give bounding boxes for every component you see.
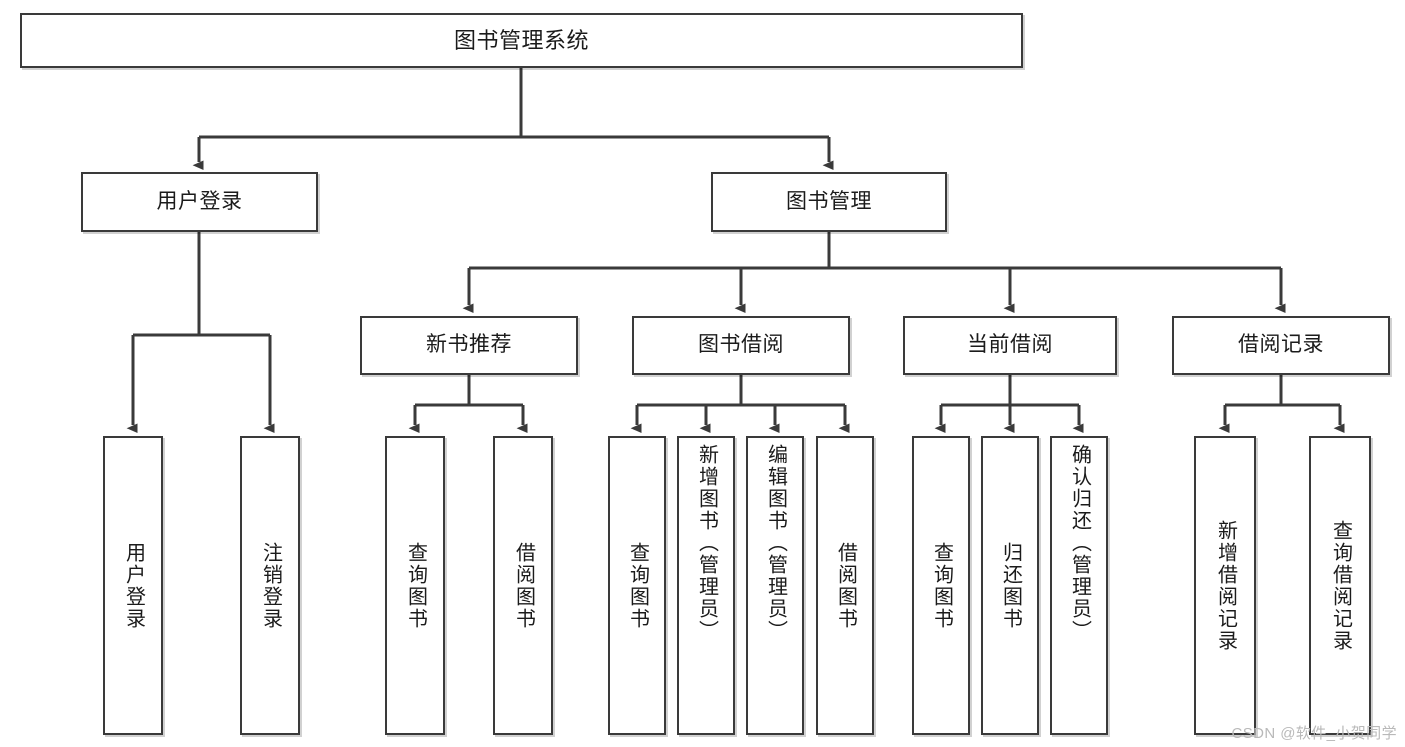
node-label: 借阅图书 [512,541,535,630]
leaf-user-login[interactable]: 用户登录 [103,436,163,735]
leaf-return-book[interactable]: 归还图书 [981,436,1039,735]
leaf-add-borrow-record[interactable]: 新增借阅记录 [1194,436,1256,735]
node-label: 确认归还（管理员） [1068,444,1091,642]
leaf-new-book-query[interactable]: 查询图书 [385,436,445,735]
node-label: 查询图书 [404,541,427,630]
node-label: 新增借阅记录 [1214,519,1237,652]
leaf-borrow-query-book[interactable]: 查询图书 [608,436,666,735]
node-book-management[interactable]: 图书管理 [711,172,947,232]
leaf-new-book-borrow[interactable]: 借阅图书 [493,436,553,735]
leaf-edit-book-admin[interactable]: 编辑图书（管理员） [746,436,804,735]
node-label: 用户登录 [156,189,243,213]
watermark-text: CSDN @软件_小贺同学 [1231,725,1397,742]
node-label: 归还图书 [999,541,1022,630]
node-label: 新书推荐 [426,333,512,357]
node-label: 图书借阅 [698,333,784,357]
leaf-user-logout[interactable]: 注销登录 [240,436,300,735]
node-new-book-recommend[interactable]: 新书推荐 [360,316,578,375]
node-book-borrow[interactable]: 图书借阅 [632,316,850,375]
node-label: 借阅图书 [834,541,857,630]
node-label: 查询图书 [930,541,953,630]
node-label: 新增图书（管理员） [695,444,718,642]
node-label: 编辑图书（管理员） [764,444,787,642]
node-label: 图书管理系统 [453,27,589,53]
leaf-add-book-admin[interactable]: 新增图书（管理员） [677,436,735,735]
node-label: 用户登录 [122,541,145,630]
leaf-current-query-book[interactable]: 查询图书 [912,436,970,735]
node-label: 当前借阅 [967,333,1053,357]
leaf-confirm-return-admin[interactable]: 确认归还（管理员） [1050,436,1108,735]
node-label: 查询借阅记录 [1329,519,1352,652]
leaf-borrow-book[interactable]: 借阅图书 [816,436,874,735]
node-user-login[interactable]: 用户登录 [81,172,318,232]
leaf-query-borrow-record[interactable]: 查询借阅记录 [1309,436,1371,735]
node-label: 借阅记录 [1238,333,1324,357]
node-label: 注销登录 [259,541,282,630]
node-root-system[interactable]: 图书管理系统 [20,13,1023,68]
node-current-borrow[interactable]: 当前借阅 [903,316,1117,375]
node-label: 图书管理 [786,189,872,213]
node-borrow-record[interactable]: 借阅记录 [1172,316,1390,375]
node-label: 查询图书 [626,541,649,630]
